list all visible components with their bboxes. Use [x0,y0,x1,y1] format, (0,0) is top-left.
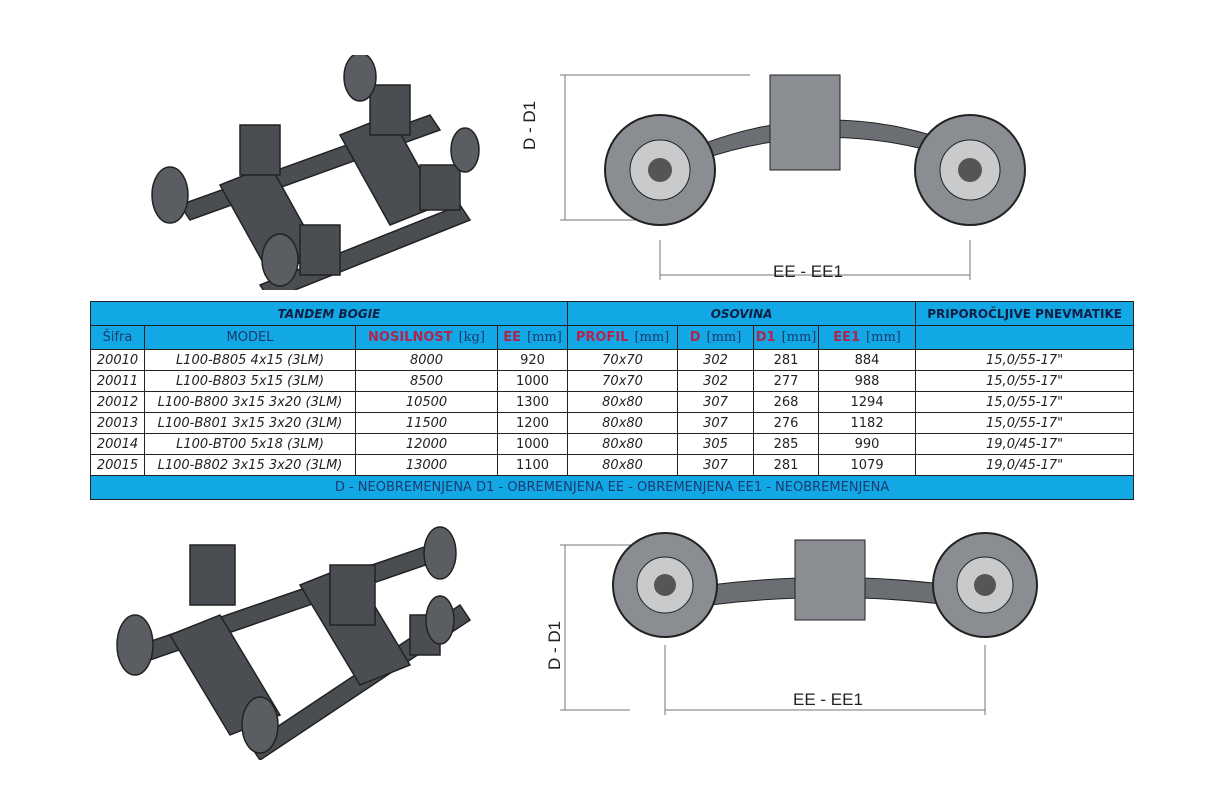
column-header-model: MODEL [144,325,356,350]
table-cell: 1000 [496,433,569,455]
table-cell: L100-B800 3x15 3x20 (3LM) [144,391,356,413]
table-cell: 11500 [355,412,498,434]
table-cell: 19,0/45-17" [915,454,1135,476]
table-cell: 276 [753,412,820,434]
table-cell: 13000 [355,454,498,476]
table-cell: 70x70 [567,370,679,392]
table-cell: 285 [753,433,820,455]
table-cell: 19,0/45-17" [915,433,1135,455]
table-cell: 1200 [496,412,569,434]
bogie-isometric-image-top [151,55,480,290]
table-cell: 302 [677,349,755,371]
legend-footer-row: D - NEOBREMENJENA D1 - OBREMENJENA EE - … [89,475,1135,500]
table-cell: 305 [677,433,755,455]
table-cell: 990 [818,433,917,455]
column-header-d1: D1 [mm] [753,325,820,350]
column-header-profil: PROFIL [mm] [567,325,679,350]
column-header-ee1: EE1 [mm] [818,325,917,350]
table-cell: 1300 [496,391,569,413]
table-cell: 80x80 [567,412,679,434]
table-cell: 12000 [355,433,498,455]
table-cell: 20012 [90,391,145,413]
group-header-bogie: TANDEM BOGIE [89,301,569,326]
column-name: NOSILNOST [368,330,453,345]
column-unit: [mm] [706,330,742,345]
column-unit: [mm] [634,330,670,345]
table-cell: L100-B802 3x15 3x20 (3LM) [144,454,356,476]
table-cell: 1079 [818,454,917,476]
table-cell: L100-B803 5x15 (3LM) [144,370,356,392]
table-cell: 70x70 [567,349,679,371]
group-header-tyres: PRIPOROČLJIVE PNEVMATIKE [915,301,1135,326]
height-dimension-label-top: D - D1 [520,100,539,150]
table-cell: 307 [677,454,755,476]
table-cell: 1000 [496,370,569,392]
column-unit: [kg] [458,330,485,345]
column-unit: [mm] [781,330,817,345]
table-cell: L100-B801 3x15 3x20 (3LM) [144,412,356,434]
table-cell: 1294 [818,391,917,413]
table-cell: 277 [753,370,820,392]
column-name: D [689,330,701,345]
table-cell: 20010 [90,349,145,371]
column-name: EE1 [833,330,861,345]
column-header-tyres-empty [915,325,1135,350]
column-name: MODEL [226,330,274,345]
height-dimension-label-bottom: D - D1 [545,620,564,670]
axle-front-view-diagram-top [560,74,1026,280]
column-unit: [mm] [866,330,901,345]
group-header-axle: OSOVINA [567,301,917,326]
table-cell: L100-B805 4x15 (3LM) [144,349,356,371]
column-header-d: D [mm] [677,325,755,350]
width-dimension-label-bottom: EE - EE1 [793,690,863,709]
column-unit: [mm] [527,330,562,345]
width-dimension-label-top: EE - EE1 [773,262,843,281]
table-cell: 80x80 [567,433,679,455]
column-header-šifra: Šifra [90,325,145,350]
column-header-ee: EE [mm] [496,325,569,350]
table-cell: 80x80 [567,391,679,413]
table-cell: 1182 [818,412,917,434]
table-cell: 20011 [90,370,145,392]
table-cell: 15,0/55-17" [915,391,1135,413]
table-cell: 10500 [355,391,498,413]
table-cell: 302 [677,370,755,392]
table-cell: 15,0/55-17" [915,412,1135,434]
table-cell: 20013 [90,412,145,434]
table-cell: 281 [753,454,820,476]
table-cell: 8500 [355,370,498,392]
table-cell: 988 [818,370,917,392]
table-cell: 920 [496,349,569,371]
column-name: D1 [755,330,776,345]
table-cell: 884 [818,349,917,371]
table-cell: L100-BT00 5x18 (3LM) [144,433,356,455]
table-cell: 20014 [90,433,145,455]
column-name: Šifra [102,330,133,345]
table-cell: 1100 [496,454,569,476]
table-cell: 15,0/55-17" [915,370,1135,392]
axle-front-view-diagram-bottom [560,532,1038,715]
table-cell: 15,0/55-17" [915,349,1135,371]
bogie-isometric-image-bottom [116,526,472,760]
specifications-table: TANDEM BOGIE OSOVINA PRIPOROČLJIVE PNEVM… [89,301,1135,500]
table-cell: 20015 [90,454,145,476]
column-header-nosilnost: NOSILNOST [kg] [355,325,498,350]
table-cell: 307 [677,412,755,434]
table-cell: 80x80 [567,454,679,476]
legend-footer: D - NEOBREMENJENA D1 - OBREMENJENA EE - … [89,475,1135,500]
table-cell: 281 [753,349,820,371]
column-name: PROFIL [575,330,629,345]
table-cell: 8000 [355,349,498,371]
table-cell: 268 [753,391,820,413]
column-name: EE [503,330,521,345]
group-header-row: TANDEM BOGIE OSOVINA PRIPOROČLJIVE PNEVM… [89,301,1135,326]
table-cell: 307 [677,391,755,413]
